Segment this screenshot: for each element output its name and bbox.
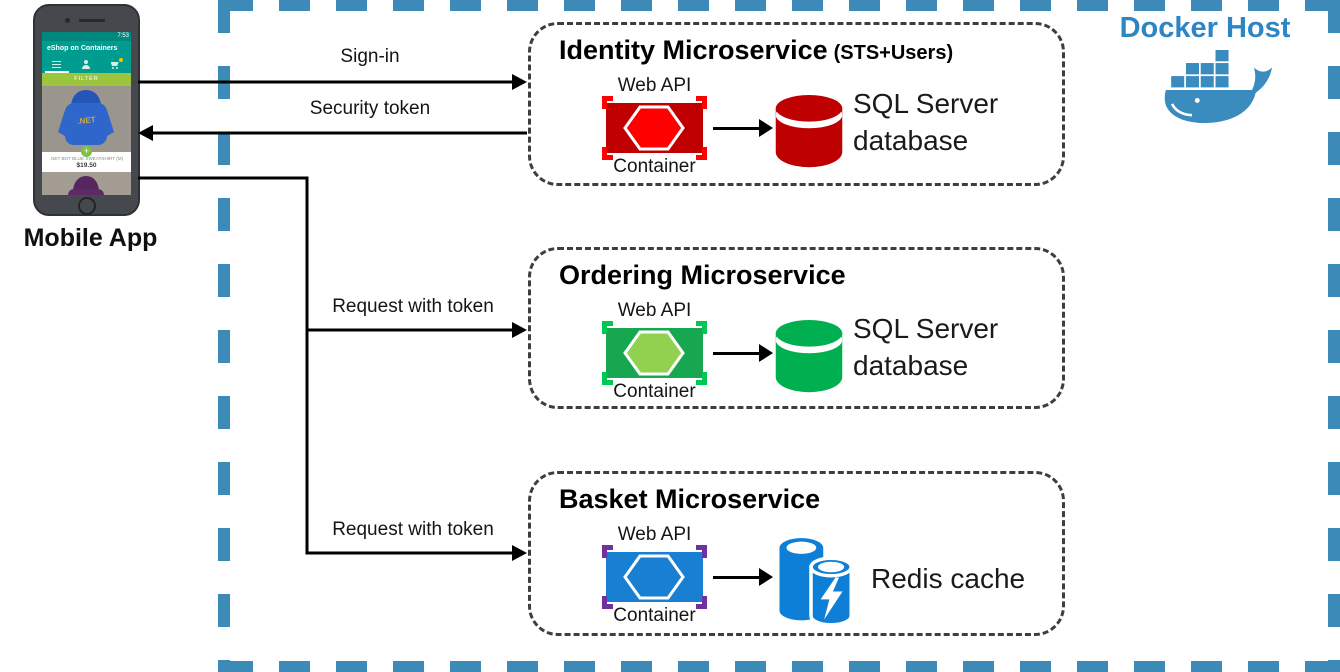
status-time: 7:53: [117, 33, 129, 39]
basket-microservice-box: Basket Microservice Web API Container Re…: [528, 471, 1065, 636]
signin-arrowhead: [512, 74, 527, 90]
product-info: .NET BOT BLUE SWEATSHIRT (M) $19.50: [42, 152, 131, 172]
app-tab-bar: [42, 56, 131, 73]
web-api-label: Web API: [617, 75, 692, 96]
service-title: Basket Microservice: [559, 484, 821, 514]
container-icon: [602, 321, 707, 385]
redis-cache-icon: [779, 538, 853, 627]
request2-arrowhead: [512, 545, 527, 561]
filter-button: FILTER: [42, 73, 131, 86]
docker-host-label: Docker Host: [1119, 12, 1291, 44]
request1-arrowhead: [512, 322, 527, 338]
phone-status-bar: 7:53: [42, 32, 131, 41]
security-token-arrowhead: [138, 125, 153, 141]
datastore-label: Redis cache: [871, 563, 1026, 594]
cart-icon: [110, 58, 123, 69]
container-db-arrow: [713, 352, 761, 355]
sql-database-icon: [775, 320, 843, 393]
sql-database-icon: [775, 95, 843, 168]
docker-host-border-top: [222, 0, 1340, 11]
purple-hoodie-icon: [68, 176, 104, 195]
container-icon: [602, 96, 707, 160]
mobile-app-label: Mobile App: [23, 224, 158, 252]
datastore-label: SQL Server database: [853, 88, 999, 156]
request-token-arrow-label-1: Request with token: [332, 296, 494, 317]
signin-arrow-label: Sign-in: [340, 46, 400, 67]
security-token-arrow-label: Security token: [309, 98, 431, 119]
add-to-cart-button: +: [81, 146, 92, 157]
container-label: Container: [613, 605, 696, 626]
mobile-phone: 7:53 eShop on Containers FILTER: [33, 4, 140, 216]
container-icon: [602, 545, 707, 609]
second-product-image: [42, 172, 131, 195]
docker-host-border-right: [1328, 0, 1340, 672]
profile-icon: [81, 60, 90, 69]
request-token-arrow-label-2: Request with token: [332, 519, 494, 540]
service-title: Ordering Microservice: [559, 260, 846, 290]
active-tab-underline: [45, 71, 69, 73]
web-api-label: Web API: [617, 300, 692, 321]
ordering-microservice-box: Ordering Microservice Web API Container …: [528, 247, 1065, 409]
docker-host-border-bottom: [222, 661, 1340, 672]
container-label: Container: [613, 381, 696, 402]
service-title: Identity Microservice(STS+Users): [559, 35, 954, 65]
product-price: $19.50: [76, 162, 97, 169]
container-db-arrow: [713, 127, 761, 130]
web-api-label: Web API: [617, 524, 692, 545]
hexagon-icon: [623, 330, 685, 376]
home-button: [78, 197, 96, 215]
phone-speaker: [79, 19, 105, 22]
cart-badge: [118, 58, 123, 62]
docker-whale-icon: [1164, 50, 1273, 124]
datastore-label: SQL Server database: [853, 313, 999, 381]
phone-camera: [65, 18, 70, 23]
blue-hoodie-icon: [58, 90, 114, 145]
container-db-arrow: [713, 576, 761, 579]
product-image: .NET +: [42, 86, 131, 157]
hamburger-icon: [52, 60, 62, 70]
hexagon-icon: [623, 554, 685, 600]
docker-host-border-left: [218, 0, 230, 672]
phone-screen: 7:53 eShop on Containers FILTER: [42, 32, 131, 195]
app-bar-title: eShop on Containers: [42, 41, 131, 56]
container-label: Container: [613, 156, 696, 177]
product-name: .NET BOT BLUE SWEATSHIRT (M): [49, 156, 124, 161]
hexagon-icon: [623, 105, 685, 151]
identity-microservice-box: Identity Microservice(STS+Users) Web API…: [528, 22, 1065, 186]
